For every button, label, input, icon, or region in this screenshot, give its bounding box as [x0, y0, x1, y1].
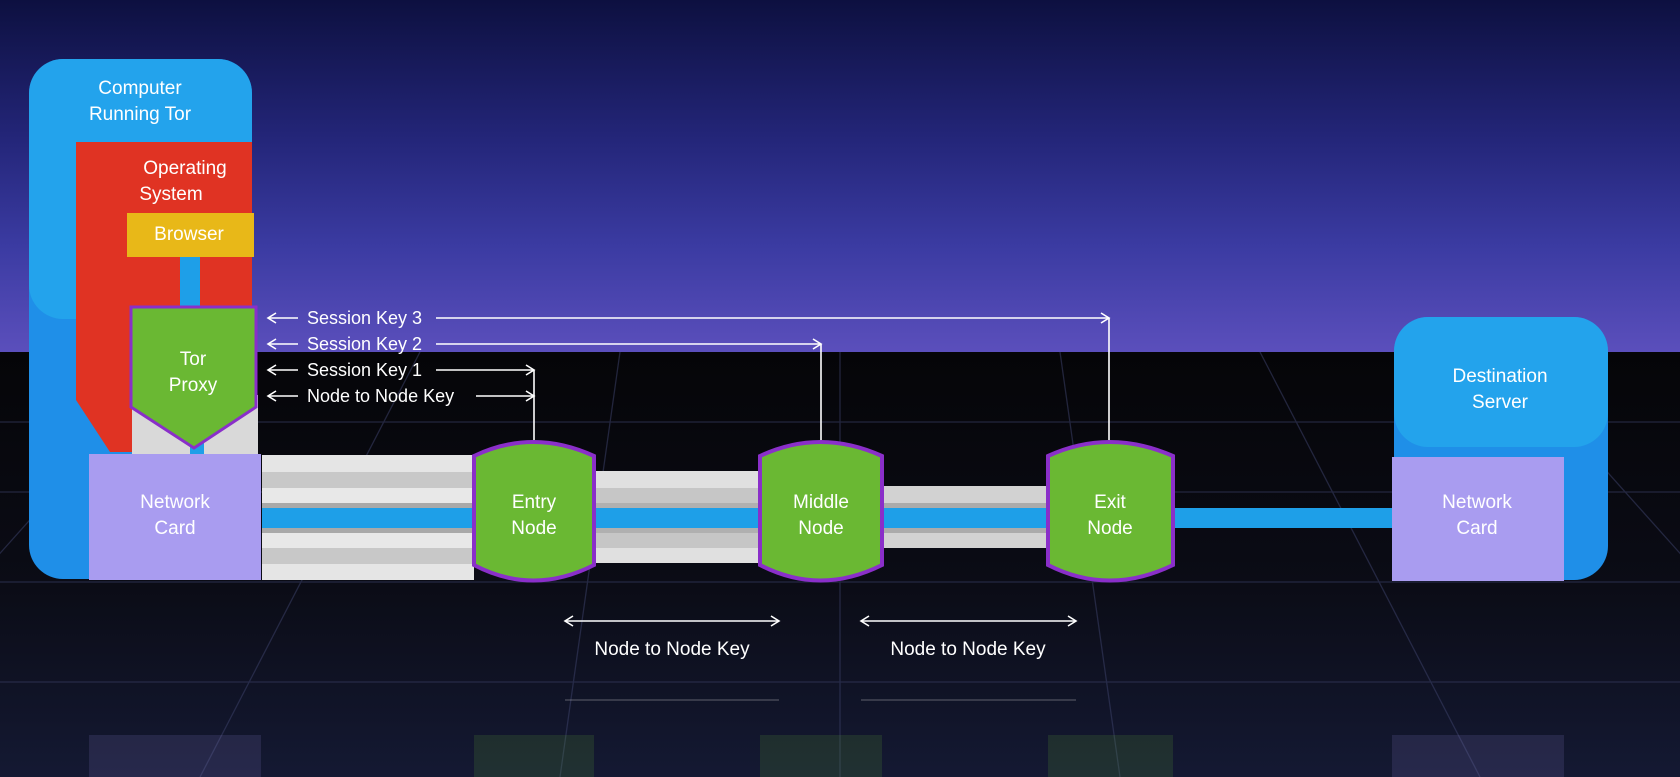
network-card-left-line2: Card	[154, 518, 195, 539]
tunnel-middle-to-exit	[882, 486, 1048, 548]
browser-label: Browser	[154, 224, 224, 245]
entry-node: Entry Node	[472, 440, 596, 583]
entry-node-line1: Entry	[512, 492, 557, 513]
tor-proxy-line2: Proxy	[169, 375, 218, 396]
network-card-right-line1: Network	[1442, 492, 1512, 513]
destination-line2: Server	[1472, 392, 1529, 413]
computer-title-line2: Running Tor	[89, 104, 192, 125]
os-line2: System	[139, 184, 202, 205]
browser-box: Browser	[127, 213, 254, 257]
session-key-2-label: Session Key 2	[307, 334, 422, 354]
exit-node-line1: Exit	[1094, 492, 1126, 513]
sky-background	[0, 0, 1680, 352]
floor-reflection	[89, 699, 1564, 777]
exit-node-line2: Node	[1087, 518, 1132, 539]
key-arrows	[266, 312, 1111, 627]
middle-node: Middle Node	[758, 440, 884, 583]
network-card-right: Network Card	[1392, 457, 1564, 581]
tunnel-entry-to-middle	[594, 471, 760, 563]
os-line1: Operating	[143, 158, 226, 179]
node-to-node-key-label-right: Node to Node Key	[890, 639, 1046, 660]
session-key-1-label: Session Key 1	[307, 360, 422, 380]
tor-proxy: Tor Proxy	[129, 305, 258, 450]
network-card-left: Network Card	[89, 454, 261, 580]
tunnel-card-to-entry	[262, 455, 474, 580]
browser-to-proxy-link	[180, 257, 200, 307]
entry-node-line2: Node	[511, 518, 556, 539]
link-exit-to-destination	[1173, 508, 1393, 528]
destination-line1: Destination	[1452, 366, 1547, 387]
middle-node-line2: Node	[798, 518, 843, 539]
network-card-left-line1: Network	[140, 492, 210, 513]
node-to-node-key-label-top: Node to Node Key	[307, 386, 454, 406]
tor-proxy-line1: Tor	[180, 349, 207, 370]
network-card-right-line2: Card	[1456, 518, 1497, 539]
node-to-node-key-label-left: Node to Node Key	[594, 639, 750, 660]
computer-title-line1: Computer	[98, 78, 182, 99]
middle-node-line1: Middle	[793, 492, 849, 513]
exit-node: Exit Node	[1046, 440, 1175, 583]
session-key-3-label: Session Key 3	[307, 308, 422, 328]
